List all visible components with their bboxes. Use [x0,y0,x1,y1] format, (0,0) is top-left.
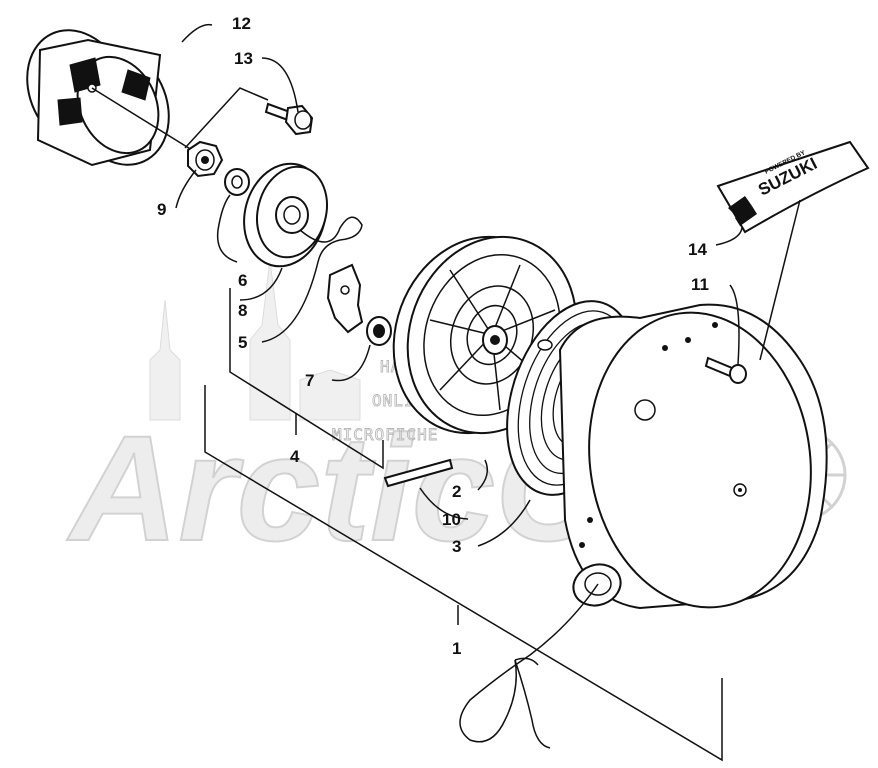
callout-labels: 12 13 9 6 8 5 7 4 2 10 3 1 14 11 [157,14,709,658]
part-5-drive-plate [243,162,328,268]
callout-2: 2 [452,482,461,501]
callout-8: 8 [238,301,247,320]
assembly-bracket-lines [204,288,723,762]
callout-4: 4 [290,447,300,466]
part-12-ratchet-cup [26,29,170,167]
part-8-spring [299,216,363,263]
part-13-bolt [264,102,314,136]
part-9-nut [187,140,224,178]
callout-14: 14 [688,240,707,259]
watermark-line-3: MICROFICHE [332,425,438,444]
part-11-screw [704,356,747,384]
part-starter-rope [459,583,599,749]
part-housing [558,303,828,610]
callout-1: 1 [452,639,461,658]
callout-5: 5 [238,333,247,352]
callout-7: 7 [305,371,314,390]
part-6-washer [224,168,250,196]
callout-10: 10 [442,510,461,529]
suzuki-logo-icon [728,196,757,226]
part-pawl [326,263,364,334]
leader-lines [175,23,801,547]
part-7-bushing [366,316,392,346]
callout-11: 11 [691,275,709,294]
part-14-decal: POWERED BY SUZUKI [716,140,870,234]
part-10-rope-end [383,458,454,488]
callout-6: 6 [238,271,247,290]
callout-9: 9 [157,200,166,219]
callout-12: 12 [232,14,251,33]
callout-3: 3 [452,537,461,556]
callout-13: 13 [234,49,253,68]
axis-lines [91,87,269,156]
